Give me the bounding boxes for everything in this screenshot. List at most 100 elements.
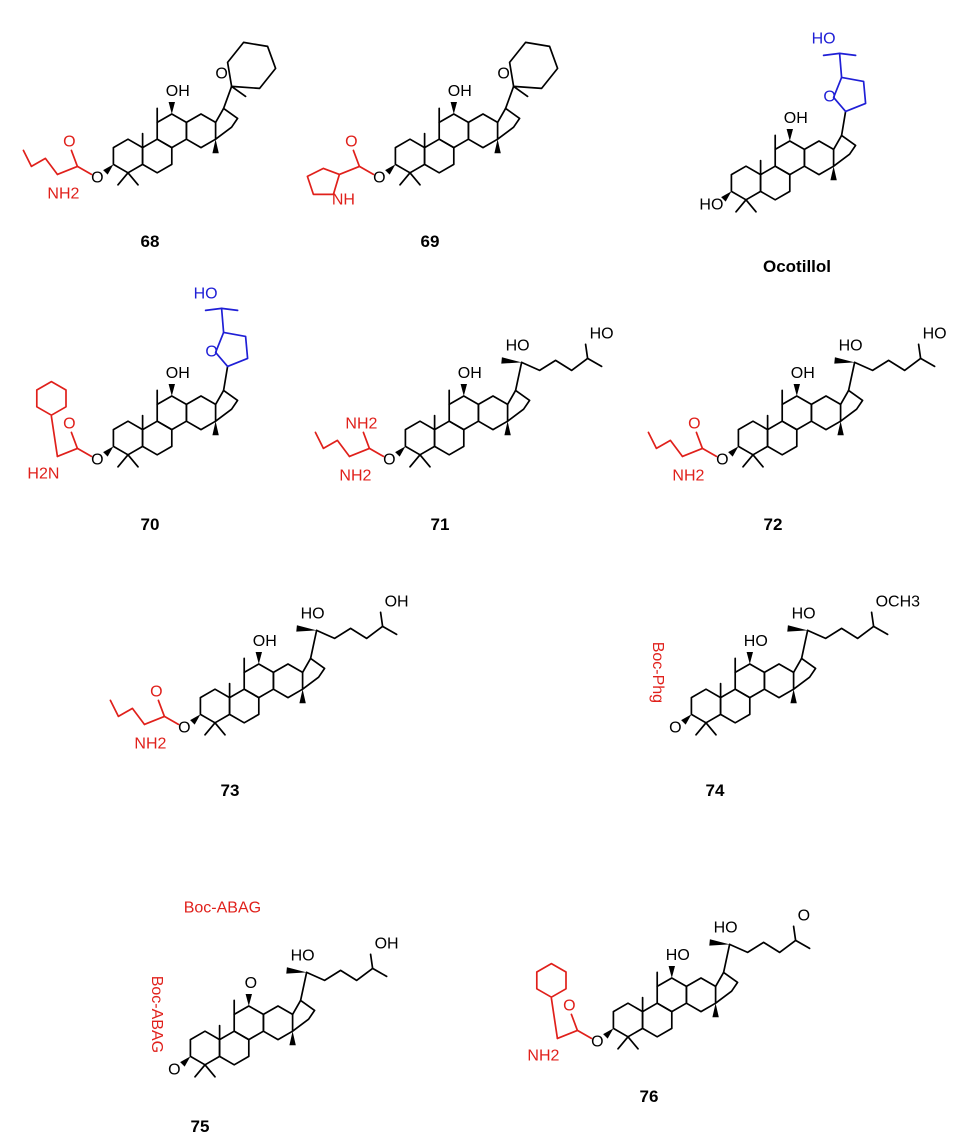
label-oh25: OH <box>385 594 409 611</box>
ring-A <box>112 138 144 174</box>
alpha-bond <box>556 1029 579 1040</box>
label-side-oh: HO <box>194 286 218 303</box>
label-oh12: OH <box>784 110 808 127</box>
label-oh12: OH <box>791 365 815 382</box>
methyl <box>204 307 223 312</box>
wedge-12 <box>460 384 467 396</box>
alpha-bond <box>143 715 166 726</box>
alpha-bond <box>681 447 704 458</box>
methyl <box>409 171 421 186</box>
ring-A <box>612 1002 644 1038</box>
ring-D <box>185 113 217 149</box>
side-bond <box>309 629 318 660</box>
wedge-12 <box>255 652 262 664</box>
label-carbonyl-o: O <box>150 684 162 701</box>
label-amine: NH2 <box>527 1048 559 1065</box>
ester-bond <box>76 165 93 176</box>
ring-D <box>272 663 304 699</box>
ring-D <box>262 1005 294 1041</box>
ring-A <box>690 688 722 724</box>
carbonyl-bond <box>70 431 79 450</box>
ring-A <box>730 165 762 201</box>
side-bond <box>222 85 233 110</box>
label-ring-o: O <box>215 66 227 83</box>
wedge-3 <box>721 191 732 202</box>
methyl <box>127 453 139 468</box>
methyl-wedge <box>830 166 837 181</box>
molecule-layer: OHOOONH2OHOOONHOHOHOHOOHOHOOOH2NOHHOHOON… <box>22 31 947 1079</box>
label-nh: NH <box>332 192 355 209</box>
methyl <box>117 453 129 468</box>
label-o12: O <box>245 975 257 992</box>
methyl <box>194 1063 206 1078</box>
methyl <box>745 198 757 213</box>
carbonyl-bond <box>70 149 79 168</box>
label-ring-o: O <box>205 344 217 361</box>
methyl <box>838 52 857 57</box>
side-bond <box>792 925 797 942</box>
carbonyl-bond <box>695 431 704 450</box>
ring-C <box>243 663 275 699</box>
wedge-12 <box>245 994 252 1006</box>
carbonyl-bond <box>570 1013 579 1032</box>
label-oh25: HO <box>590 326 614 343</box>
ring-pyrrolidine <box>306 167 341 196</box>
side-chain <box>22 149 59 176</box>
methyl-wedge <box>504 421 511 436</box>
label-ester-o: O <box>373 170 385 187</box>
methyl <box>822 52 841 57</box>
caption-69: 69 <box>421 232 440 251</box>
ring-C <box>774 140 806 176</box>
label-oh20: HO <box>291 948 315 965</box>
alpha-bond <box>348 447 371 458</box>
ring-cyclopentane <box>714 971 739 1005</box>
methyl <box>742 453 754 468</box>
side-chain <box>314 431 351 458</box>
benzyl-bond <box>50 415 59 458</box>
side-bond <box>220 307 225 334</box>
label-oh25: O <box>798 908 810 925</box>
label-oh25: HO <box>923 326 947 343</box>
carbonyl-bond <box>157 699 166 718</box>
side-bond <box>379 611 384 628</box>
ring-cyclopentane <box>214 107 239 141</box>
caption-68: 68 <box>141 232 160 251</box>
side-bond <box>840 110 847 137</box>
label-carbonyl-o: O <box>63 134 75 151</box>
ester-bond <box>701 447 718 458</box>
methyl <box>381 625 398 636</box>
label-ring-o: O <box>823 89 835 106</box>
ester-bond <box>576 1029 593 1040</box>
side-chain <box>728 939 797 954</box>
ring-cyclopentane <box>214 389 239 423</box>
side-chain <box>853 357 922 372</box>
side-chain <box>647 431 684 458</box>
ring-C <box>656 977 688 1013</box>
methyl <box>117 171 129 186</box>
wedge-3 <box>728 446 739 457</box>
ring-A <box>199 688 231 724</box>
ring-phenyl <box>535 962 567 999</box>
label-oh12: OH <box>253 633 277 650</box>
wedge-12 <box>168 102 175 114</box>
methyl-wedge <box>712 1003 719 1018</box>
methyl <box>220 307 239 312</box>
label-oh25: OH <box>375 936 399 953</box>
benzyl-bond <box>550 997 559 1040</box>
label-carbonyl-o: O <box>63 416 75 433</box>
label-amine: H2N <box>27 466 59 483</box>
alpha-bond <box>56 447 79 458</box>
caption-70: 70 <box>141 515 160 534</box>
alpha-bond <box>56 165 79 176</box>
wedge-12 <box>450 102 457 114</box>
wedge-12 <box>668 966 675 978</box>
label-oh12: HO <box>666 947 690 964</box>
wedge-3 <box>603 1028 614 1039</box>
label-ester-o: O <box>168 1062 180 1079</box>
caption-72: 72 <box>764 515 783 534</box>
side-bond <box>838 52 843 79</box>
